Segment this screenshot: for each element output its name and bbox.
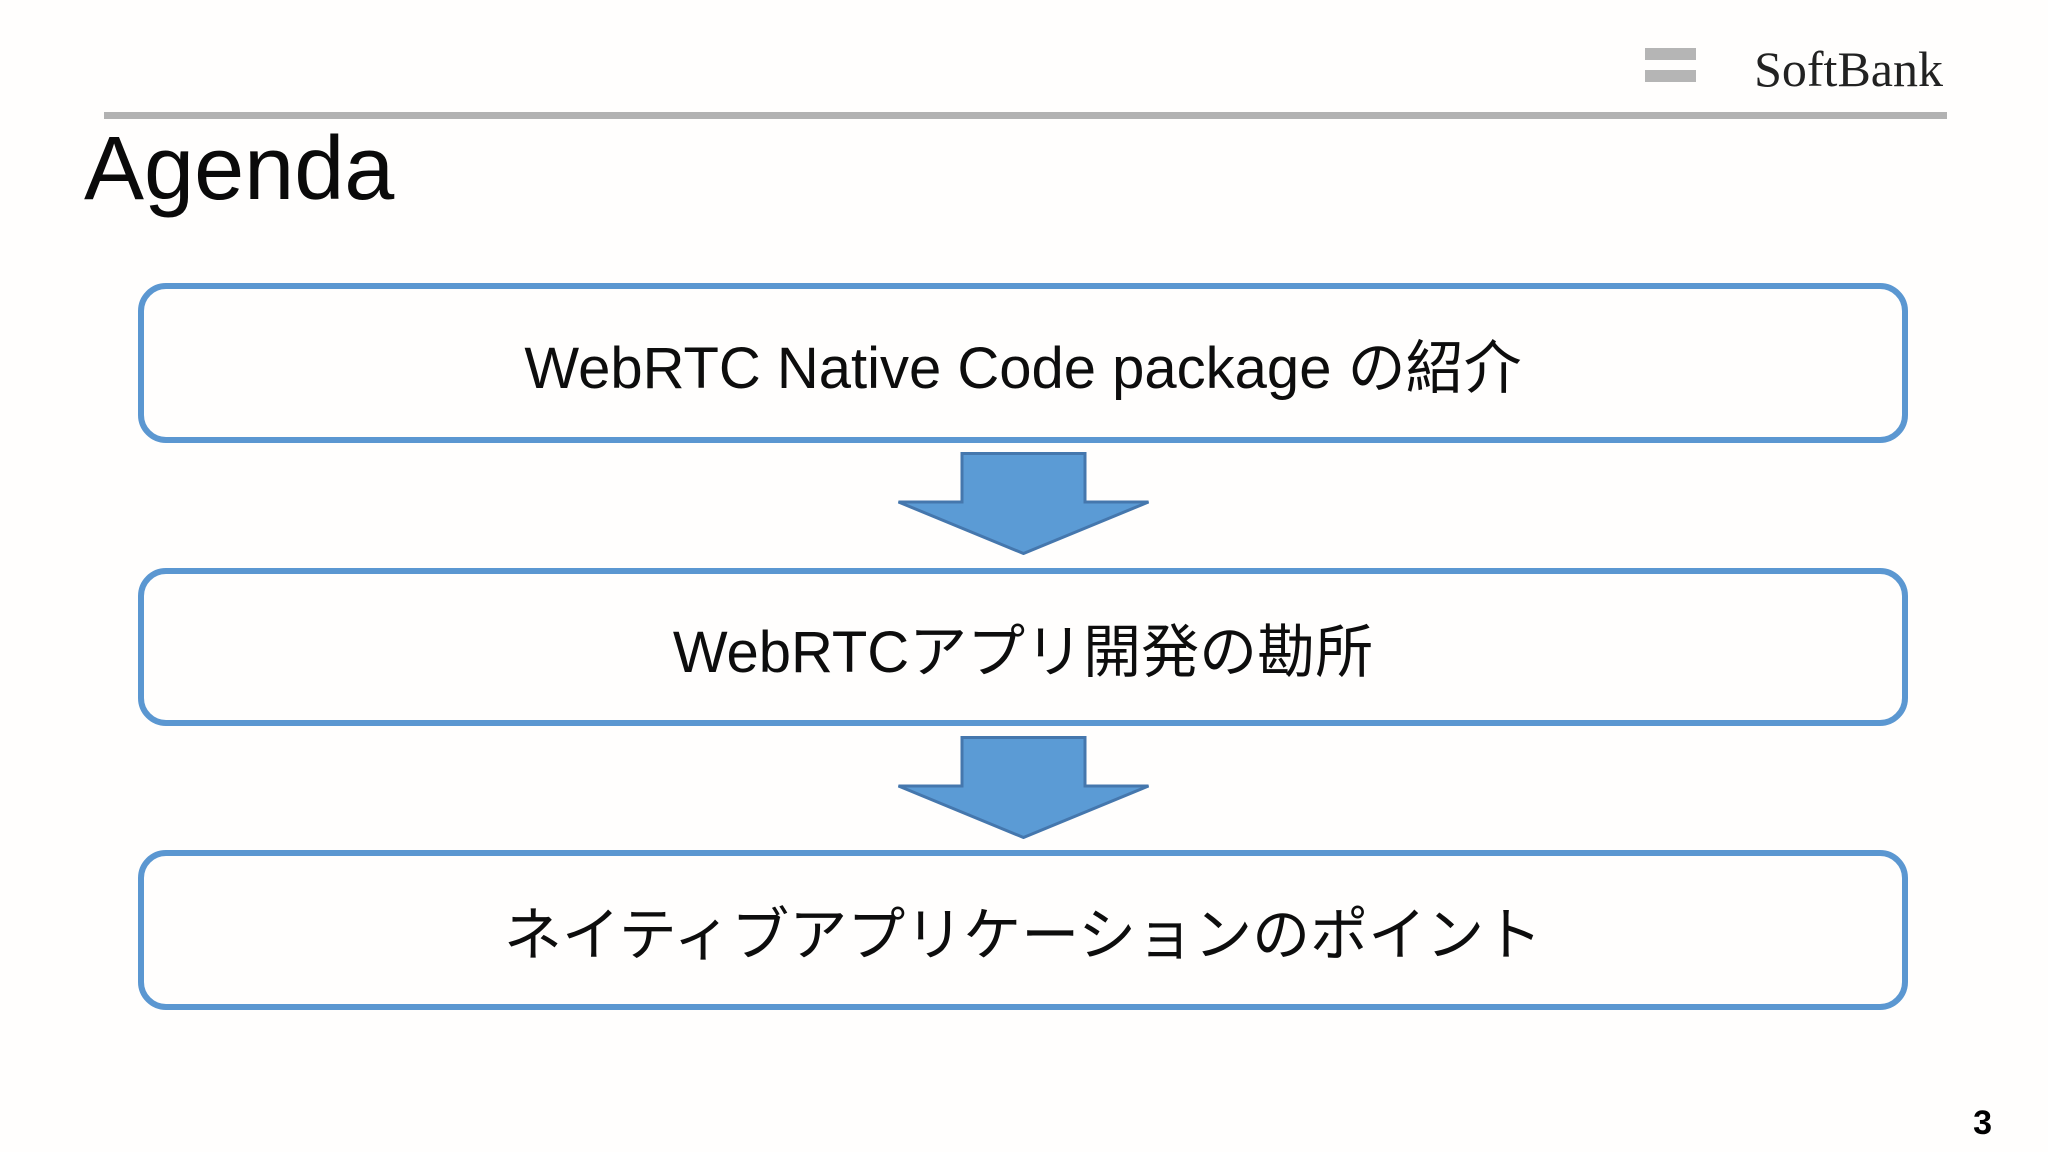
down-arrow-icon	[897, 452, 1150, 555]
brand-name: SoftBank	[1754, 41, 1943, 97]
softbank-logo-bars-icon	[1645, 48, 1696, 82]
down-arrow-shape	[897, 736, 1150, 839]
agenda-item: ネイティブアプリケーションのポイント	[138, 850, 1908, 1010]
agenda-item-label: WebRTC Native Code package の紹介	[524, 336, 1522, 401]
logo-bar	[1645, 70, 1696, 82]
header-divider	[104, 112, 1947, 119]
page-number: 3	[1973, 1104, 1992, 1142]
page-title: Agenda	[84, 119, 395, 219]
agenda-item-label: WebRTCアプリ開発の勘所	[672, 620, 1374, 685]
down-arrow-icon	[897, 736, 1150, 839]
down-arrow-shape	[897, 452, 1150, 555]
agenda-item: WebRTC Native Code package の紹介	[138, 283, 1908, 443]
agenda-item-label: ネイティブアプリケーションのポイント	[503, 903, 1543, 968]
agenda-item: WebRTCアプリ開発の勘所	[138, 568, 1908, 726]
logo-bar	[1645, 48, 1696, 60]
